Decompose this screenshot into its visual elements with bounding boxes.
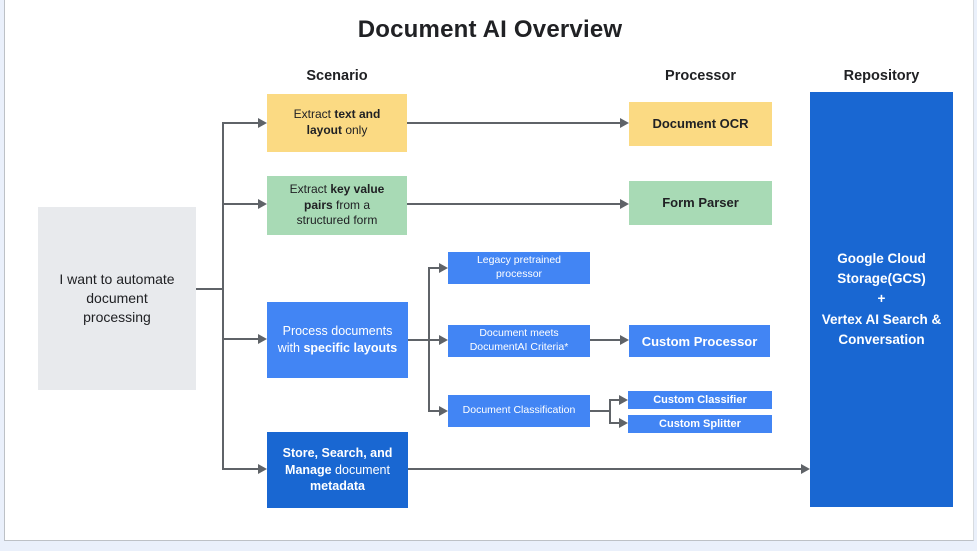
processor-custom-classifier-label: Custom Classifier [653,394,747,406]
arrowhead-classification [439,406,448,416]
connector-branch-extract-kv [222,203,258,205]
processor-custom-processor-box: Custom Processor [629,325,770,357]
connector-kv-to-form-parser [407,203,620,205]
connector-branch-store-search [222,468,258,470]
processor-form-parser-label: Form Parser [662,194,739,210]
connector-branch-specific-layouts [222,338,258,340]
arrowhead-repository [801,464,810,474]
start-box-label: I want to automate document processing [59,271,175,325]
repository-line-2: + [877,291,886,307]
connector-start-trunk [196,288,223,290]
branch-classification-label: Document Classification [462,404,576,417]
branch-classification-box: Document Classification [448,395,590,427]
repository-label: Google Cloud Storage(GCS) + Vertex AI Se… [817,249,947,350]
repository-line-3: Vertex AI Search & Conversation [821,311,942,347]
scenario-extract-kv-box: Extract key value pairs from a structure… [267,176,407,235]
scenario-store-search-box: Store, Search, and Manage document metad… [267,432,408,508]
processor-custom-splitter-label: Custom Splitter [659,418,741,430]
processor-form-parser-box: Form Parser [629,181,772,225]
processor-custom-splitter-box: Custom Splitter [628,415,772,433]
page-title: Document AI Overview [357,16,623,43]
connector-classification-stub [590,410,611,412]
connector-branch-extract-text [222,122,258,124]
branch-legacy-label: Legacy pretrained processor [476,254,562,280]
column-header-scenario: Scenario [306,68,368,84]
arrowhead-form-parser [620,199,629,209]
scenario-extract-kv-label: Extract key value pairs from a structure… [289,182,385,228]
arrowhead-legacy [439,263,448,273]
connector-trunk-vertical [222,122,224,470]
start-box: I want to automate document processing [38,207,196,390]
arrowhead-custom-splitter [619,418,628,428]
scenario-extract-text-label: Extract text and layout only [293,107,381,137]
processor-custom-classifier-box: Custom Classifier [628,391,772,409]
arrowhead-custom-classifier [619,395,628,405]
connector-layouts-stub [408,339,429,341]
connector-store-to-repository [408,468,801,470]
connector-to-meets-criteria [428,339,439,341]
connector-to-custom-classifier [609,399,619,401]
processor-ocr-label: Document OCR [652,115,749,131]
connector-to-custom-splitter [609,422,619,424]
scenario-specific-layouts-box: Process documents with specific layouts [267,302,408,378]
scenario-specific-layouts-label: Process documents with specific layouts [277,324,398,355]
diagram-canvas: Document AI Overview Scenario Processor … [4,0,974,541]
branch-meets-criteria-label: Document meets DocumentAI Criteria* [469,327,569,353]
arrowhead-ocr [620,118,629,128]
connector-to-custom-processor [590,339,620,341]
scenario-extract-text-box: Extract text and layout only [267,94,407,152]
processor-custom-processor-label: Custom Processor [641,333,758,349]
connector-classification-vertical [609,399,611,424]
connector-to-classification [428,410,439,412]
processor-ocr-box: Document OCR [629,102,772,146]
repository-line-1: Google Cloud Storage(GCS) [837,250,926,287]
arrowhead-specific-layouts [258,334,267,344]
arrowhead-custom-processor [620,335,629,345]
arrowhead-extract-kv [258,199,267,209]
arrowhead-store-search [258,464,267,474]
branch-meets-criteria-box: Document meets DocumentAI Criteria* [448,325,590,357]
connector-to-legacy [428,267,439,269]
column-header-repository: Repository [843,68,920,84]
arrowhead-meets-criteria [439,335,448,345]
branch-legacy-box: Legacy pretrained processor [448,252,590,284]
repository-box: Google Cloud Storage(GCS) + Vertex AI Se… [810,92,953,507]
column-header-processor: Processor [665,68,736,84]
connector-text-to-ocr [407,122,620,124]
scenario-store-search-label: Store, Search, and Manage document metad… [282,445,393,494]
arrowhead-extract-text [258,118,267,128]
